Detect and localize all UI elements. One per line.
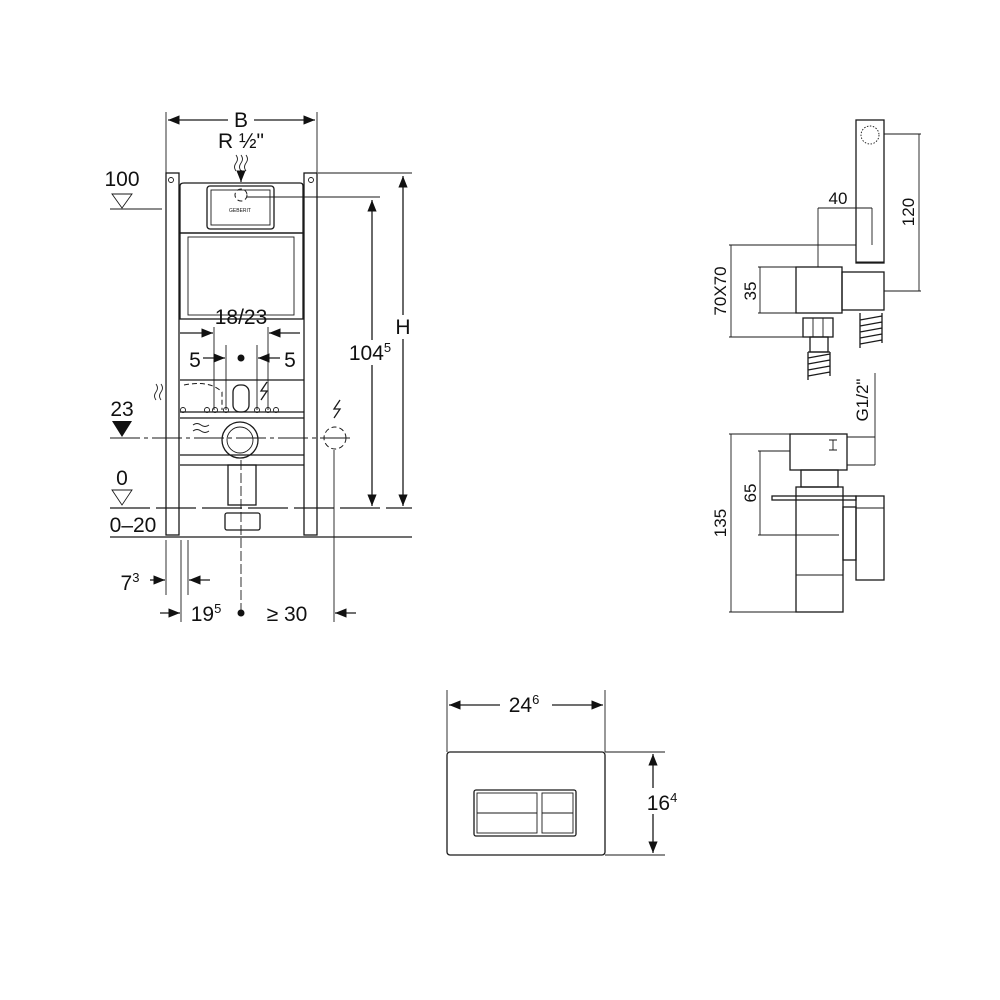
cistern-body: [179, 232, 304, 320]
dim-135: 135: [711, 509, 730, 537]
dim-35: 35: [741, 282, 760, 301]
left-post: [165, 172, 180, 536]
dim-19: 195: [191, 601, 222, 626]
level-0: 0: [116, 467, 128, 490]
height-label: H: [395, 316, 410, 339]
dim-40: 40: [829, 189, 848, 208]
floor-range: 0–20: [110, 514, 157, 537]
water-icon: [192, 423, 210, 433]
electric-icon: [259, 381, 269, 401]
level-100: 100: [104, 168, 139, 191]
electric-icon: [332, 399, 342, 419]
flush-buttons: [473, 789, 577, 837]
valve-handle: [855, 495, 885, 581]
valve-body: [789, 433, 848, 471]
plate-width: 246: [509, 692, 540, 717]
geberit-logo: GEBERIT: [229, 208, 251, 214]
mixer-body: [795, 266, 843, 314]
offset-left: 5: [189, 349, 201, 372]
installation-frame-drawing: B R ½" GEBERIT: [104, 109, 414, 626]
dim-120: 120: [899, 198, 918, 226]
bidet-mixer-drawing: 120 40 35 70X70 G1/2": [711, 119, 921, 613]
water-icon: [154, 383, 163, 401]
cistern-top: [179, 182, 304, 234]
drain-connection: [221, 421, 259, 459]
right-post: [303, 172, 318, 536]
dim-65: 65: [741, 484, 760, 503]
min-30: ≥ 30: [267, 603, 308, 626]
hose-icon: [859, 313, 883, 348]
height-104: 1045: [349, 340, 391, 365]
flush-plate: [446, 751, 606, 856]
hose-icon: [807, 351, 831, 380]
offset-right: 5: [284, 349, 296, 372]
flush-plate-drawing: 246 164: [446, 690, 680, 856]
width-label: B: [234, 109, 248, 132]
dim-7: 73: [121, 570, 140, 595]
level-23: 23: [110, 398, 133, 421]
thread-size: G1/2": [853, 379, 872, 422]
water-icon: [234, 154, 248, 172]
supply-label: R ½": [218, 130, 264, 153]
hand-shower: [855, 119, 885, 264]
plate-height: 164: [647, 790, 678, 815]
actuator-opening: [206, 185, 275, 230]
dim-70x70: 70X70: [711, 266, 730, 315]
spacing-label: 18/23: [215, 306, 268, 329]
